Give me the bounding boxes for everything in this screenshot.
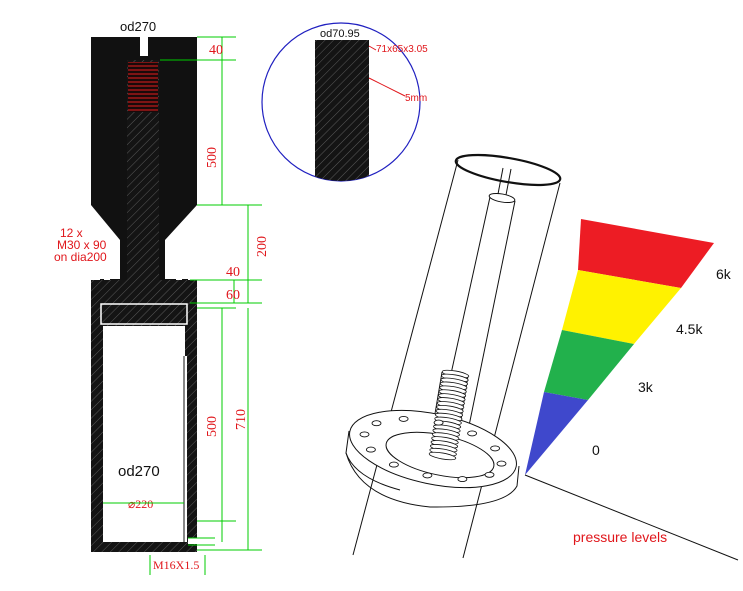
bottom-od-label: od270	[118, 463, 160, 480]
bolt-note-line3: on dia200	[54, 250, 107, 264]
pressure-band-3k	[544, 330, 634, 400]
dim-60: 60	[226, 288, 240, 303]
scale-axis	[524, 474, 739, 561]
bolt-hole	[484, 471, 495, 478]
pressure-label-4-5k: 4.5k	[676, 321, 703, 337]
bore-liner-gap	[184, 356, 187, 542]
bore-dia-label: ⌀220	[128, 497, 153, 511]
dimension-lines	[103, 36, 262, 575]
flange-bolt-holes	[359, 415, 507, 483]
dim-710: 710	[234, 409, 249, 430]
flange-side	[345, 430, 520, 508]
dim-500-top: 500	[205, 147, 220, 168]
bolt-hole	[371, 420, 382, 427]
pressure-caption: pressure levels	[573, 529, 667, 545]
detail-tube-spec: 71x65x3.05	[376, 44, 428, 55]
dim-500-bottom: 500	[205, 416, 220, 437]
bolt-slot-right	[176, 262, 182, 288]
bolt-hole	[490, 445, 501, 452]
bolt-hole	[365, 446, 376, 453]
pressure-band-0	[525, 392, 588, 475]
vessel-bore	[103, 326, 185, 542]
thread-ring	[428, 451, 457, 461]
bolt-hole	[496, 460, 507, 467]
detail-tube-wall	[315, 40, 369, 181]
dimension-texts: 40 500 200 40 60 500 710	[205, 43, 270, 437]
section-drawing: od270 od270 12 x M30 x 90 on dia200 ⌀220…	[54, 19, 199, 572]
pressure-scale: 6k 4.5k 3k 0 pressure levels	[524, 219, 739, 561]
top-od-label: od270	[120, 19, 156, 34]
bolt-note-line1: 12 x	[60, 226, 83, 240]
pressure-label-0: 0	[592, 442, 600, 458]
isometric-view	[345, 153, 562, 559]
port-hole	[188, 538, 197, 544]
pressure-band-4-5k	[562, 270, 681, 344]
dim-40-mid: 40	[226, 265, 240, 280]
bolt-hole	[388, 461, 399, 468]
dim-200: 200	[255, 236, 270, 257]
dim-40-top: 40	[209, 43, 223, 58]
bolt-hole	[433, 419, 444, 426]
pressure-label-6k: 6k	[716, 266, 732, 282]
pressure-band-6k	[578, 219, 714, 288]
bolt-hole	[457, 476, 468, 483]
thread-spec-label: M16X1.5	[153, 558, 199, 572]
thread-rings	[428, 369, 470, 461]
detail-od-label: od70.95	[320, 28, 360, 40]
bolt-note-line2: M30 x 90	[57, 238, 107, 252]
threaded-section	[128, 62, 158, 112]
bolt-hole	[398, 415, 409, 422]
bolt-hole	[359, 431, 370, 438]
detail-view: od70.95 71x65x3.05 5mm	[261, 22, 428, 182]
pressure-label-3k: 3k	[638, 379, 654, 395]
piston-head	[100, 303, 188, 325]
detail-wall-note: 5mm	[405, 93, 427, 104]
bolt-hole	[422, 472, 433, 479]
bolt-hole	[467, 430, 478, 437]
bolt-slot-left	[104, 262, 110, 288]
tube-top-rim	[454, 153, 562, 187]
